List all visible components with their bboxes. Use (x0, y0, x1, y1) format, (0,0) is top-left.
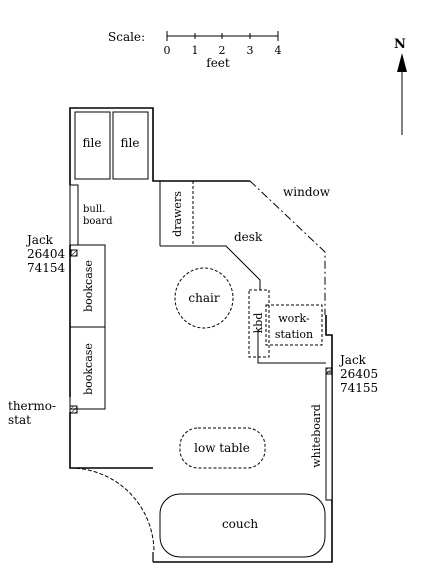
workstation (265, 304, 323, 346)
low-table-label: low table (194, 441, 250, 455)
scale-label: Scale: (108, 30, 145, 44)
workstation-label-line2: station (275, 328, 313, 341)
bookcase-lower (69, 326, 106, 410)
jack-east-icon (325, 367, 333, 375)
bulletin-board (69, 184, 79, 246)
door-swing (69, 467, 155, 553)
bulletin-board-label-line1: bull. (83, 204, 105, 215)
scale-unit: feet (206, 56, 230, 70)
drawers-label: drawers (171, 191, 184, 237)
bookcase-upper-label: bookcase (82, 260, 95, 312)
keyboard-label: kbd (252, 313, 265, 334)
workstation-label-line1: work- (278, 312, 310, 325)
file-cabinet-2 (112, 111, 149, 180)
jack-west-label-line1: Jack (25, 233, 54, 247)
bulletin-board-label-line2: board (83, 216, 113, 227)
scale-tick-3: 3 (247, 44, 254, 57)
jack-west-icon (70, 249, 78, 257)
scale-tick-2: 2 (219, 44, 226, 57)
file-2-label: file (121, 136, 140, 150)
jack-west-label-line2: 26404 (27, 247, 66, 261)
north-arrow-icon: N (394, 37, 407, 135)
jack-east-label-line2: 26405 (340, 367, 378, 381)
thermostat-icon (69, 405, 78, 414)
chair (174, 267, 234, 329)
north-label: N (394, 37, 406, 52)
file-1-label: file (83, 136, 102, 150)
scale-tick-4: 4 (275, 44, 282, 57)
jack-east-label-line3: 74155 (340, 381, 378, 395)
whiteboard (325, 371, 333, 501)
chair-label: chair (188, 291, 219, 305)
scale-tick-1: 1 (192, 44, 199, 57)
keyboard (248, 289, 270, 358)
desk-label: desk (234, 230, 263, 244)
scale-bar: Scale: 0 1 2 3 4 feet (108, 30, 282, 70)
couch-label: couch (222, 517, 258, 531)
jack-east-label-line1: Jack (338, 353, 367, 367)
thermostat-label-line2: stat (8, 413, 31, 427)
thermostat-label-line1: thermo- (8, 399, 56, 413)
scale-tick-0: 0 (164, 44, 171, 57)
file-cabinet-1 (74, 111, 111, 180)
window (249, 180, 326, 315)
window-label: window (283, 185, 331, 199)
whiteboard-label: whiteboard (310, 404, 323, 467)
jack-west-label-line3: 74154 (27, 261, 66, 275)
couch (159, 493, 326, 558)
bookcase-lower-label: bookcase (82, 343, 95, 395)
desk (160, 245, 261, 290)
